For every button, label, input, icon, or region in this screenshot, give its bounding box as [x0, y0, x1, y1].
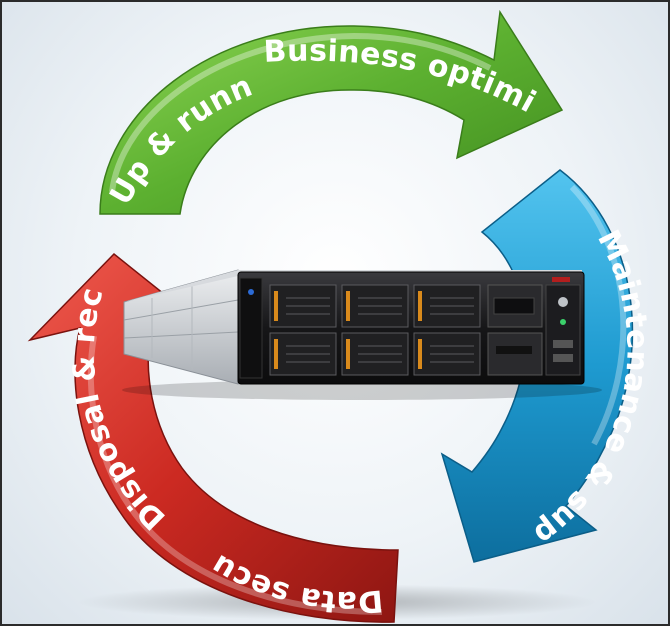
- green-arrow: [99, 9, 564, 215]
- red-arrow: [27, 252, 399, 623]
- rack-server-image: [122, 269, 602, 400]
